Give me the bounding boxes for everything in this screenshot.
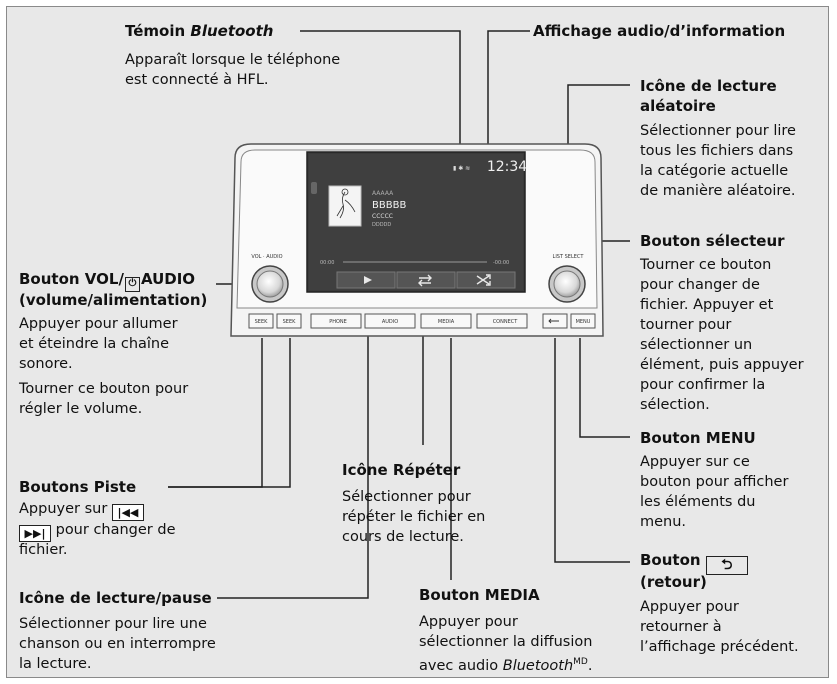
menu-label: MENU	[576, 319, 591, 325]
repeat-icon	[418, 274, 432, 287]
menu-button-title: Bouton MENU	[640, 429, 756, 447]
selector-desc-3: fichier. Appuyer et	[640, 297, 774, 313]
status-icons: ▮ ✱ ≋	[453, 165, 470, 172]
selector-desc-8: sélection.	[640, 397, 710, 413]
menu-button[interactable]	[570, 313, 596, 329]
skip-back-icon: |◀◀	[111, 504, 144, 521]
selector-desc-1: Tourner ce bouton	[640, 257, 772, 273]
audio-label: AUDIO	[382, 319, 398, 325]
bluetooth-icon	[311, 182, 317, 194]
back-desc-1: Appuyer pour	[640, 599, 739, 615]
menu-desc-4: menu.	[640, 514, 687, 530]
menu-desc-1: Appuyer sur ce	[640, 454, 750, 470]
bluetooth-indicator-desc-1: Apparaît lorsque le téléphone	[125, 52, 341, 68]
vol-desc-2: et éteindre la chaîne	[19, 336, 170, 352]
album-text: CCCCC	[372, 213, 393, 220]
selector-desc-7: pour confirmer la	[640, 377, 766, 393]
shuffle-desc-2: tous les fichiers dans	[640, 143, 794, 159]
seek-up-label: SEEK	[283, 319, 296, 325]
seek-down-label: SEEK	[255, 319, 268, 325]
track-desc-1: Appuyer sur |◀◀	[19, 499, 144, 521]
remaining-time: -00:00	[493, 260, 509, 266]
repeat-title: Icône Répéter	[342, 461, 461, 479]
media-button-title: Bouton MEDIA	[419, 586, 540, 604]
selector-knob-label: LIST SELECT	[553, 254, 585, 260]
vol-desc-1: Appuyer pour allumer	[19, 316, 178, 332]
play-pause-desc-1: Sélectionner pour lire une	[19, 616, 207, 632]
menu-desc-2: bouton pour afficher	[640, 474, 789, 490]
phone-label: PHONE	[329, 319, 347, 325]
vol-knob-label: VOL · AUDIO	[251, 254, 282, 260]
extra-text: DDDDD	[372, 222, 391, 228]
play-icon	[364, 276, 372, 284]
connect-button[interactable]	[476, 313, 528, 329]
power-icon: ⏻	[124, 277, 140, 292]
selector-desc-4: tourner pour	[640, 317, 732, 333]
vol-knob-title-1: Bouton VOL/⏻AUDIO	[19, 269, 195, 292]
seek-down-button[interactable]	[248, 313, 274, 329]
selector-desc-5: sélectionner un	[640, 337, 753, 353]
back-button-title-2: (retour)	[640, 573, 707, 591]
shuffle-button[interactable]	[456, 271, 516, 289]
bluetooth-indicator-desc-2: est connecté à HFL.	[125, 72, 269, 88]
shuffle-title-2: aléatoire	[640, 97, 716, 115]
back-desc-3: l’affichage précédent.	[640, 639, 799, 655]
connect-label: CONNECT	[493, 319, 519, 325]
shuffle-title-1: Icône de lecture	[640, 77, 777, 95]
menu-desc-3: les éléments du	[640, 494, 756, 510]
media-desc-3: avec audio BluetoothMD.	[419, 657, 593, 674]
audio-display-title: Affichage audio/d’information	[533, 22, 786, 40]
audio-button[interactable]	[364, 313, 416, 329]
audio-head-unit: ▮ ✱ ≋ 12:34 AAAAA BBBBB CCCCC DDDDD 00:0…	[230, 143, 604, 337]
repeat-desc-1: Sélectionner pour	[342, 489, 471, 505]
media-desc-2: sélectionner la diffusion	[419, 634, 593, 650]
track-desc-2: ▶▶| pour changer de	[19, 520, 176, 542]
repeat-button[interactable]	[396, 271, 456, 289]
back-desc-2: retourner à	[640, 619, 722, 635]
selector-knob-title: Bouton sélecteur	[640, 232, 785, 250]
back-button-title: Bouton ⮌	[640, 550, 748, 575]
shuffle-desc-3: la catégorie actuelle	[640, 163, 789, 179]
track-desc-3: fichier.	[19, 542, 68, 558]
artist-text: AAAAA	[372, 190, 394, 197]
shuffle-icon	[476, 274, 491, 286]
media-desc-1: Appuyer pour	[419, 614, 518, 630]
vol-desc-4: Tourner ce bouton pour	[19, 381, 189, 397]
vol-desc-5: régler le volume.	[19, 401, 143, 417]
shuffle-desc-1: Sélectionner pour lire	[640, 123, 796, 139]
phone-button[interactable]	[310, 313, 362, 329]
repeat-desc-3: cours de lecture.	[342, 529, 464, 545]
track-buttons-title: Boutons Piste	[19, 478, 137, 496]
figure-frame	[6, 6, 829, 678]
play-pause-title: Icône de lecture/pause	[19, 589, 212, 607]
repeat-desc-2: répéter le fichier en	[342, 509, 486, 525]
selector-desc-2: pour changer de	[640, 277, 760, 293]
clock-text: 12:34	[487, 159, 527, 175]
vol-desc-3: sonore.	[19, 356, 73, 372]
selector-desc-6: élément, puis appuyer	[640, 357, 804, 373]
back-arrow-icon	[548, 318, 559, 324]
bluetooth-indicator-title: Témoin Bluetooth	[125, 22, 274, 40]
media-label: MEDIA	[438, 319, 455, 325]
play-pause-desc-2: chanson ou en interrompre	[19, 636, 216, 652]
vol-knob-title-2: (volume/alimentation)	[19, 291, 208, 309]
back-icon: ⮌	[705, 556, 748, 575]
media-button[interactable]	[420, 313, 472, 329]
track-text: BBBBB	[372, 200, 406, 211]
skip-forward-icon: ▶▶|	[19, 525, 51, 542]
seek-up-button[interactable]	[276, 313, 302, 329]
elapsed-time: 00:00	[320, 260, 334, 266]
play-pause-desc-3: la lecture.	[19, 656, 92, 672]
shuffle-desc-4: de manière aléatoire.	[640, 183, 796, 199]
